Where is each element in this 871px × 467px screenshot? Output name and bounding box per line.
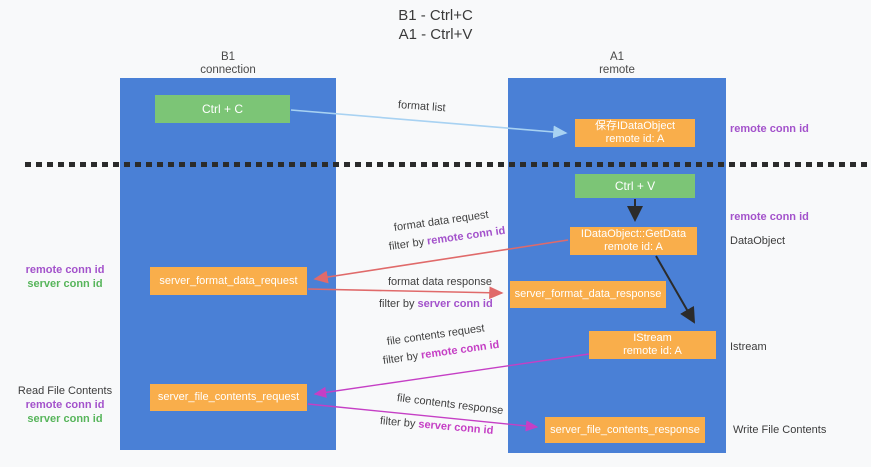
label-format-list: format list [397, 99, 446, 115]
node-istream-line1: IStream [633, 332, 672, 344]
node-ctrl-v-label: Ctrl + V [614, 178, 656, 193]
column-b1-subtitle: connection [200, 64, 256, 76]
remote-conn-id-highlight: remote conn id [426, 224, 507, 248]
label-dataobject: DataObject [730, 235, 786, 247]
column-a1-subtitle: remote [599, 64, 635, 76]
file-request-left-labels: Read File Contents remote conn id server… [15, 384, 115, 426]
node-server-file-contents-response: server_file_contents_response [545, 417, 705, 443]
node-ctrl-c: Ctrl + C [155, 95, 290, 123]
filter-by-text: filter by [379, 415, 419, 431]
column-b1-title: B1 [220, 51, 236, 63]
node-ctrl-v: Ctrl + V [575, 174, 695, 198]
title-line-1: B1 - Ctrl+C [398, 7, 473, 24]
arrow-format-data-response [307, 286, 504, 300]
node-save-idataobject-line2: remote id: A [605, 133, 665, 145]
node-idataobject-getdata: IDataObject::GetData remote id: A [570, 227, 697, 255]
label-remote-conn-id-mid: remote conn id [730, 211, 809, 223]
filter-by-text: filter by [379, 298, 418, 310]
label-file-left-remote-conn-id: remote conn id [25, 399, 105, 411]
remote-conn-id-highlight: remote conn id [420, 338, 501, 362]
label-remote-conn-id-top: remote conn id [730, 123, 809, 135]
node-server-format-data-response: server_format_data_response [510, 281, 666, 308]
node-save-idataobject: 保存IDataObject remote id: A [575, 119, 695, 147]
server-conn-id-highlight: server conn id [417, 298, 493, 310]
label-format-left-remote-conn-id: remote conn id [25, 264, 105, 276]
label-format-data-response-filter: filter by server conn id [379, 298, 493, 310]
column-a1-title: A1 [609, 51, 625, 63]
node-getdata-line2: remote id: A [604, 241, 663, 253]
label-istream: Istream [730, 341, 767, 353]
column-header-b1: B1 connection [120, 51, 336, 77]
node-format-request-label: server_format_data_request [159, 274, 298, 287]
filter-by-text: filter by [382, 349, 422, 367]
label-format-left-server-conn-id: server conn id [27, 278, 103, 290]
node-file-request-label: server_file_contents_request [157, 391, 300, 403]
label-format-data-response: format data response [388, 276, 492, 288]
session-divider-dashed-line [25, 162, 871, 167]
label-file-contents-response-filter: filter by server conn id [379, 415, 493, 437]
label-file-left-server-conn-id: server conn id [27, 413, 103, 425]
diagram-title: B1 - Ctrl+C A1 - Ctrl+V [0, 6, 871, 44]
node-ctrl-c-label: Ctrl + C [201, 101, 243, 116]
server-conn-id-highlight: server conn id [417, 418, 494, 437]
label-read-file-contents: Read File Contents [17, 385, 113, 397]
label-write-file-contents: Write File Contents [733, 424, 827, 436]
node-file-response-label: server_file_contents_response [550, 423, 700, 436]
node-format-response-label: server_format_data_response [514, 288, 662, 300]
node-istream-line2: remote id: A [623, 345, 682, 357]
title-line-2: A1 - Ctrl+V [398, 26, 473, 43]
node-server-file-contents-request: server_file_contents_request [150, 384, 307, 411]
filter-by-text: filter by [388, 235, 428, 253]
format-request-left-labels: remote conn id server conn id [15, 263, 115, 291]
column-header-a1: A1 remote [508, 51, 726, 77]
node-server-format-data-request: server_format_data_request [150, 267, 307, 295]
node-istream: IStream remote id: A [589, 331, 716, 359]
node-getdata-line1: IDataObject::GetData [580, 228, 687, 240]
node-save-idataobject-line1: 保存IDataObject [594, 120, 676, 132]
label-file-contents-response: file contents response [396, 392, 504, 417]
